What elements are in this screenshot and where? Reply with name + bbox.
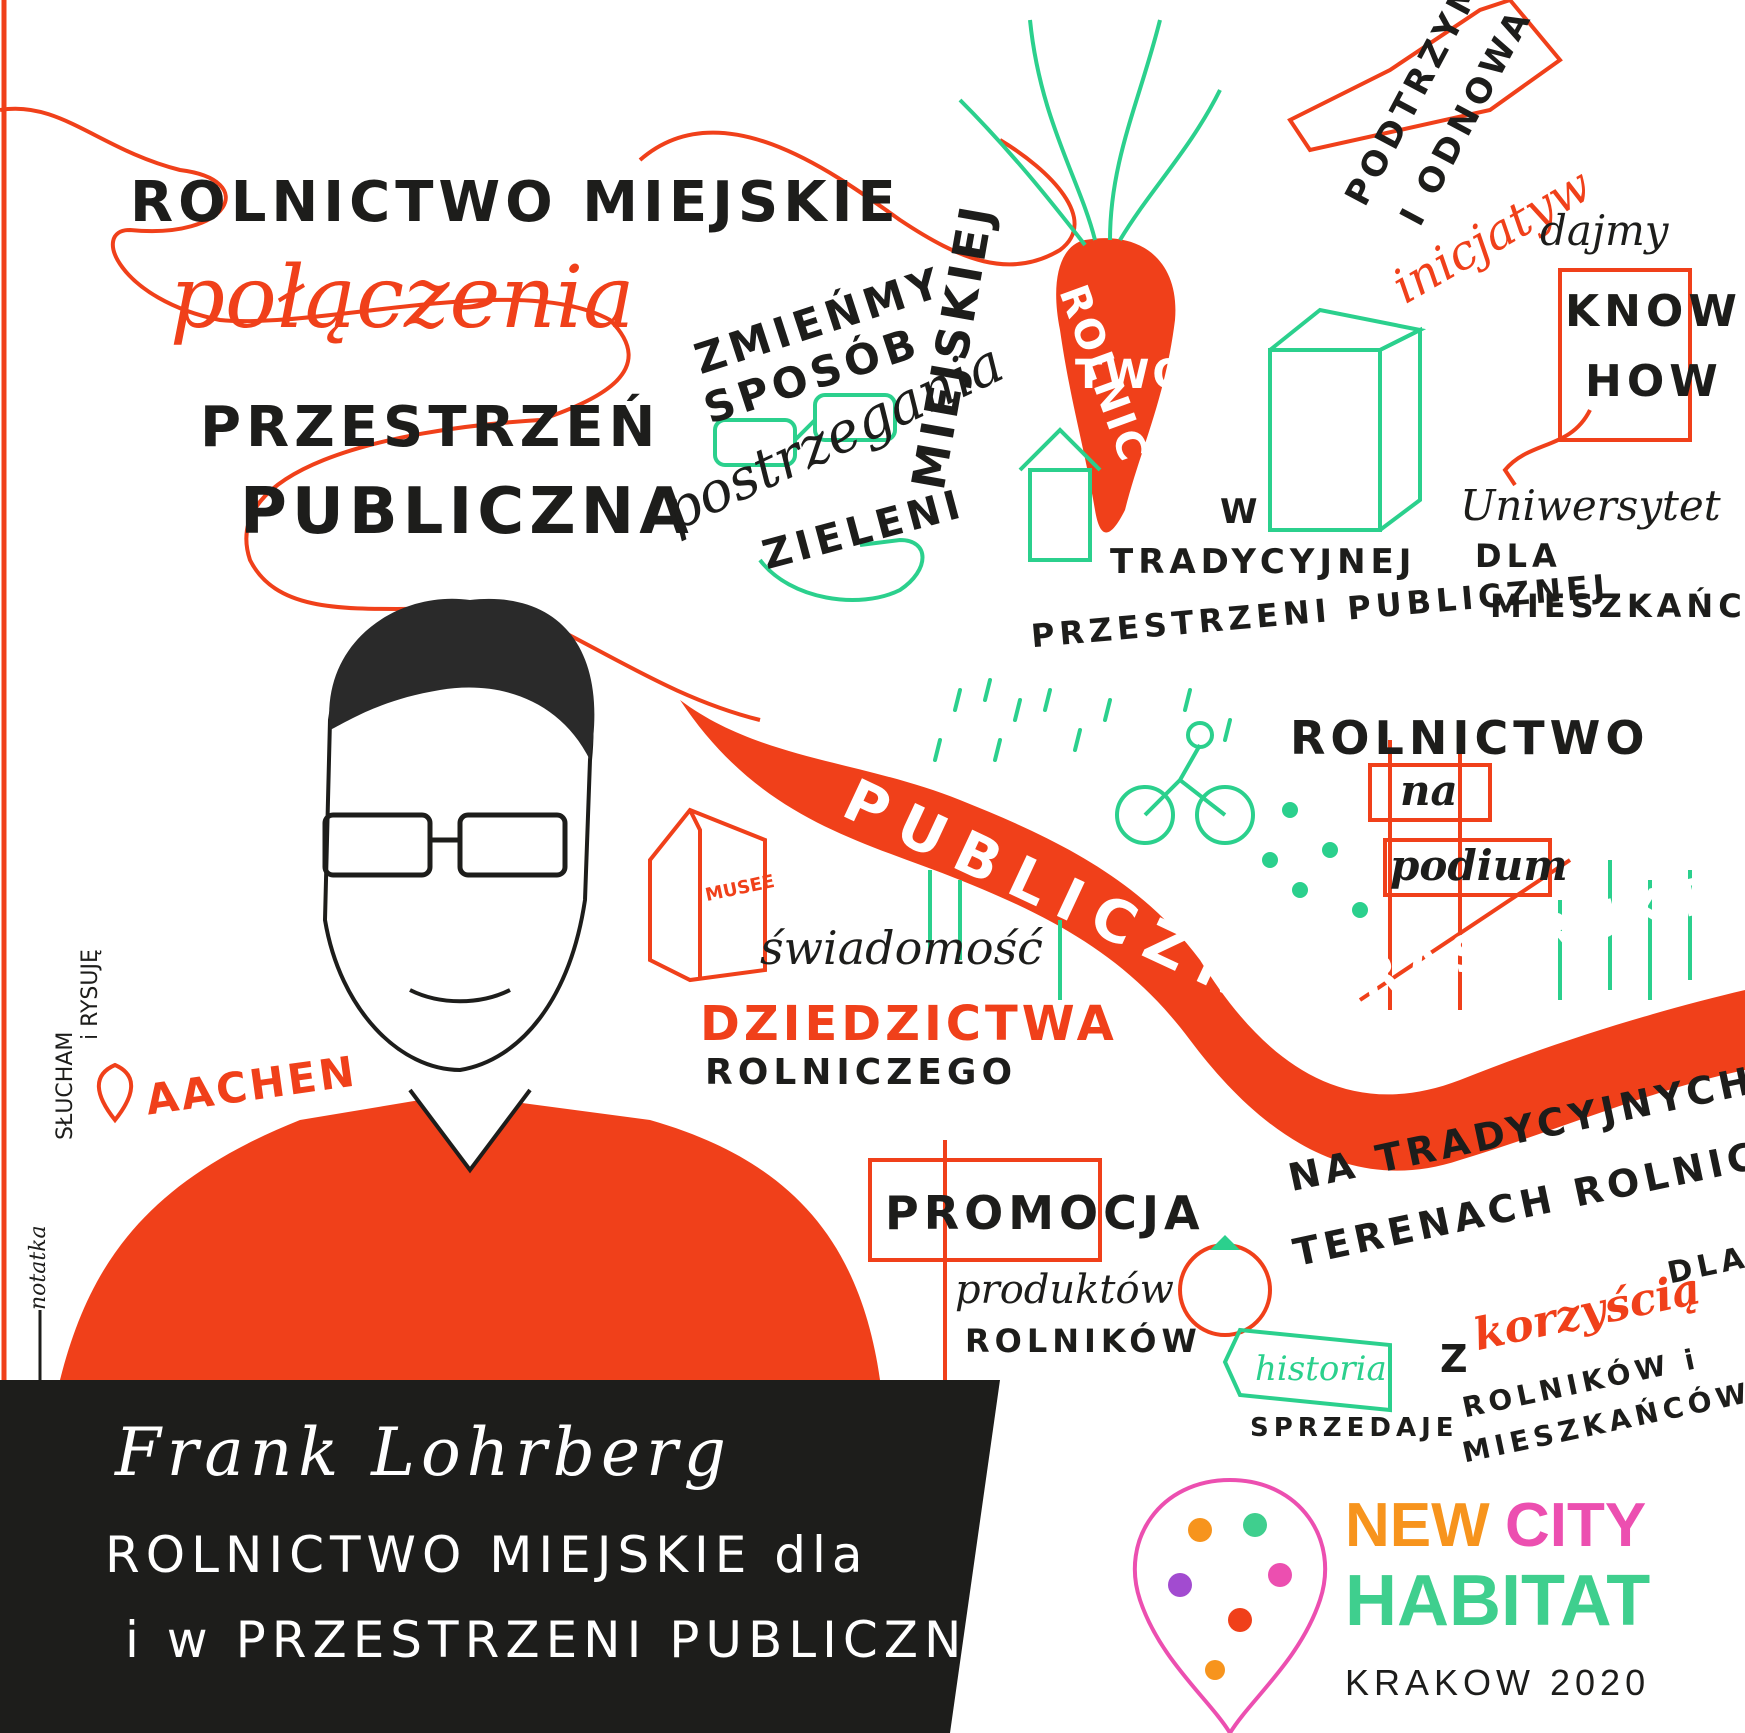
headline-title: ROLNICTWO MIEJSKIE	[130, 170, 901, 235]
museum-line3: ROLNICZEGO	[705, 1052, 1018, 1093]
connector-line-top	[638, 130, 1077, 267]
promo-sign-text: PROMOCJA	[885, 1186, 1205, 1240]
promo-sign	[868, 1140, 1102, 1380]
knowhow-board	[1558, 268, 1692, 442]
small-house-icon	[1018, 427, 1102, 562]
carrot-sub1: W	[1220, 492, 1263, 532]
carrot-leaves-icon	[958, 19, 1222, 247]
heart-marks	[1262, 802, 1368, 918]
promo-line1: produktów	[955, 1267, 1174, 1313]
infrastructure-river	[680, 700, 1745, 1171]
location-pin-icon	[96, 1062, 134, 1124]
benefit-line1: Z	[1440, 1337, 1473, 1381]
building-icon	[1268, 307, 1427, 532]
headline-public: PUBLICZNA	[240, 475, 694, 549]
knowhow-line4: Uniwersytet	[1460, 481, 1721, 530]
logo-city: CITY	[1505, 1491, 1647, 1560]
logo-new: NEW	[1345, 1491, 1490, 1560]
glasses-icon	[713, 393, 897, 467]
museum-line1: świadomość	[760, 921, 1043, 975]
carrot-icon	[1056, 238, 1176, 533]
knowhow-line3: HOW	[1585, 356, 1723, 407]
rain-marks	[933, 678, 1232, 762]
bicycle-icon	[1115, 721, 1255, 845]
tomato-leaf-icon	[1210, 1235, 1240, 1250]
logo-pin-icon	[1132, 1477, 1328, 1733]
knowhow-line5: DLA	[1475, 537, 1562, 575]
carrot-sub2: TRADYCYJNEJ	[1110, 542, 1417, 582]
logo-krakow: KRAKOW 2020	[1345, 1662, 1651, 1703]
podium-line1: ROLNICTWO	[1290, 711, 1650, 765]
history-tag-text: historia	[1255, 1349, 1387, 1389]
watering-can-icon	[1287, 0, 1563, 153]
history-tag	[1222, 1327, 1392, 1413]
side-note-line2: i RYSUJĘ	[78, 949, 103, 1040]
speaker-banner	[0, 1380, 1000, 1733]
podium-structure	[1358, 740, 1572, 1010]
museum-icon	[648, 807, 767, 983]
podium-line3: podium	[1390, 841, 1568, 890]
side-note-line3: notatka	[26, 1225, 51, 1310]
history-line1: SPRZEDAJE	[1250, 1413, 1459, 1443]
speaker-talk-line1: ROLNICTWO MIEJSKIE dla	[105, 1526, 869, 1584]
speaker-talk-line2: i w PRZESTRZENI PUBLICZNEJ	[125, 1611, 1026, 1669]
plant-sprouts	[928, 860, 1692, 1000]
carrot-word2: TWO	[1075, 352, 1190, 398]
speaker-name: Frank Lohrberg	[115, 1414, 732, 1491]
podium-line2: na	[1400, 766, 1458, 815]
knowhow-line2: KNOW	[1565, 286, 1742, 337]
headline-connections: połączenia	[170, 248, 635, 348]
hand-icon	[758, 537, 925, 602]
knowhow-arrow-icon	[1502, 409, 1592, 487]
logo-habitat: HABITAT	[1345, 1561, 1651, 1641]
museum-line2: DZIEDZICTWA	[700, 996, 1118, 1052]
knowhow-line1: dajmy	[1540, 206, 1669, 255]
knowhow-line6: MIESZKAŃCÓW	[1490, 587, 1745, 625]
headline-space: PRZESTRZEŃ	[200, 395, 661, 460]
side-note-line1: SŁUCHAM	[53, 1031, 78, 1140]
speaker-portrait	[60, 598, 880, 1380]
promo-line2: ROLNIKÓW	[965, 1322, 1202, 1360]
